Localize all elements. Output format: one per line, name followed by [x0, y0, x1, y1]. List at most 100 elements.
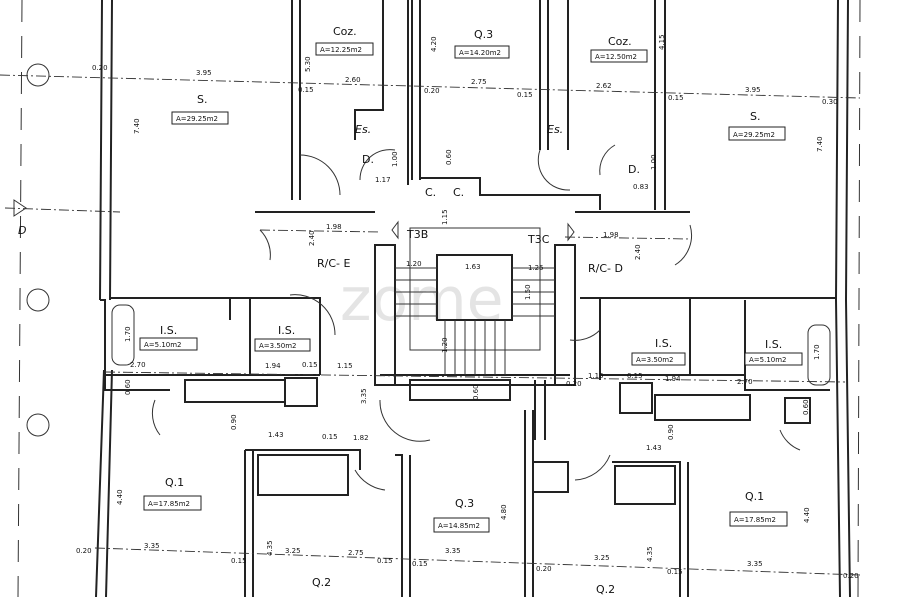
dimension-label: 1.43	[646, 444, 662, 452]
dimension-label: 0.20	[92, 64, 108, 72]
dimension-label: S.	[197, 93, 207, 106]
dimension-label: 2.62	[596, 82, 612, 90]
label-storage: Es.	[547, 123, 563, 136]
dimension-label: 1.50	[524, 284, 532, 300]
room-bedroom3-bottom: Q.3A=14.85m2	[433, 497, 490, 533]
dimension-label: 0.20	[424, 87, 440, 95]
dimension-label: 0.30	[822, 98, 838, 106]
dimension-label: 4.40	[116, 489, 124, 505]
room-bath-left-small: I.S. A=3.50m2	[254, 324, 311, 352]
dimension-label: 1.00	[391, 151, 399, 167]
room-bath-right-large: I.S. A=5.10m2	[744, 338, 803, 366]
label-closet: D.	[628, 163, 640, 176]
binder-hole	[26, 288, 50, 312]
dimension-label: 0.60	[445, 149, 453, 165]
dimension-label: 0.60	[472, 384, 480, 400]
dimension-label: 0.90	[230, 414, 238, 430]
label-c: C.	[453, 186, 464, 199]
dimension-label: 1.00	[650, 154, 658, 170]
dimension-label: A=3.50m2	[636, 356, 674, 364]
dimension-label: 1.63	[465, 263, 481, 271]
room-bedroom3-top: Q.3A=14.20m2	[454, 28, 510, 59]
dimension-label: 2.75	[348, 549, 364, 557]
dimension-label: 4.35	[266, 540, 274, 556]
room-bath-left-large: I.S.A=5.10m2	[139, 324, 198, 351]
dimension-label: I.S.	[655, 337, 672, 350]
dimension-lines	[0, 74, 861, 576]
stair-label-t3b: T3B	[406, 228, 428, 241]
dimension-label: 0.20	[843, 572, 859, 580]
dimension-label: 0.60	[124, 379, 132, 395]
dimension-label: 2.70	[130, 361, 146, 369]
dimension-label: 3.35	[445, 547, 461, 555]
dimension-label: 0.15	[668, 94, 684, 102]
dimension-label: 3.35	[360, 388, 368, 404]
room-bath-right-small: I.S. A=3.50m2	[631, 337, 686, 366]
dimension-label: 0.90	[667, 424, 675, 440]
dimension-label: 3.35	[144, 542, 160, 550]
dimension-label: 2.60	[345, 76, 361, 84]
dimension-label: A=14.20m2	[459, 49, 501, 57]
dimension-label: 3.95	[196, 69, 212, 77]
label-storage: Es.	[355, 123, 371, 136]
dimension-label: 5.30	[304, 56, 312, 72]
section-marker: D	[4, 199, 121, 237]
dimension-label: A=29.25m2	[733, 131, 775, 139]
dimension-label: 1.98	[326, 223, 342, 231]
dimension-label: Q.3	[455, 497, 474, 510]
room-bedroom1-right: Q.1A=17.85m2	[729, 490, 788, 527]
dimension-label: 4.40	[803, 507, 811, 523]
dimension-label: Q.1	[165, 476, 184, 489]
dimension-label: 1.20	[441, 337, 449, 353]
dimension-label: Q.1	[745, 490, 764, 503]
dimension-label: A=3.50m2	[259, 342, 297, 350]
dimension-label: A=29.25m2	[176, 115, 218, 123]
dimension-label: 1.20	[406, 260, 422, 268]
dimension-label: 1.98	[603, 231, 619, 239]
dimension-label: 0.20	[566, 380, 582, 388]
room-labels: S.A=29.25m2 Coz.A=12.25m2 Q.3A=14.20m2 C…	[139, 25, 803, 596]
dimension-labels: 0.20 3.95 0.15 2.60 0.20 2.75 0.15 2.62 …	[76, 34, 859, 580]
dimension-label: 0.83	[633, 183, 649, 191]
dimension-label: 4.35	[646, 546, 654, 562]
dimension-label: A=17.85m2	[734, 516, 776, 524]
dimension-label: I.S.	[160, 324, 177, 337]
margin-line	[857, 0, 861, 597]
dimension-label: 3.25	[594, 554, 610, 562]
room-kitchen-left: Coz. A=12.25m2	[315, 25, 374, 56]
room-living-right: S. A=29.25m2	[728, 110, 786, 141]
dimension-label: 1.94	[265, 362, 281, 370]
dimension-label: Coz.	[333, 25, 357, 38]
dimension-label: 2.70	[737, 378, 753, 386]
dimension-label: A=12.25m2	[320, 46, 362, 54]
dimension-label: A=12.50m2	[595, 53, 637, 61]
room-bedroom2-left: Q.2	[312, 576, 331, 589]
dimension-label: 0.15	[302, 361, 318, 369]
binder-hole	[26, 413, 50, 437]
dimension-label: I.S.	[765, 338, 782, 351]
dimension-label: 0.15	[517, 91, 533, 99]
room-kitchen-right: Coz.A=12.50m2	[590, 35, 648, 63]
room-bedroom1-left: Q.1A=17.85m2	[143, 476, 202, 511]
binder-hole	[26, 63, 50, 87]
dimension-label: 3.25	[285, 547, 301, 555]
dimension-label: A=14.85m2	[438, 522, 480, 530]
dimension-label: 2.40	[634, 244, 642, 260]
stair-label-t3c: T3C	[527, 233, 550, 246]
dimension-label: 7.40	[816, 136, 824, 152]
dimension-label: 0.15	[231, 557, 247, 565]
dimension-label: 1.82	[353, 434, 369, 442]
dimension-label: A=5.10m2	[749, 356, 787, 364]
dimension-label: 4.20	[430, 36, 438, 52]
dimension-label: 1.15	[441, 209, 449, 225]
dimension-label: I.S.	[278, 324, 295, 337]
dimension-label: 2.75	[471, 78, 487, 86]
label-c: C.	[425, 186, 436, 199]
dimension-label: 7.40	[133, 118, 141, 134]
dimension-label: 0.15	[298, 86, 314, 94]
room-bedroom2-right: Q.2	[596, 583, 615, 596]
dimension-label: 1.70	[124, 326, 132, 342]
dimension-label: S.	[750, 110, 760, 123]
direction-arrow-icon	[391, 220, 575, 242]
